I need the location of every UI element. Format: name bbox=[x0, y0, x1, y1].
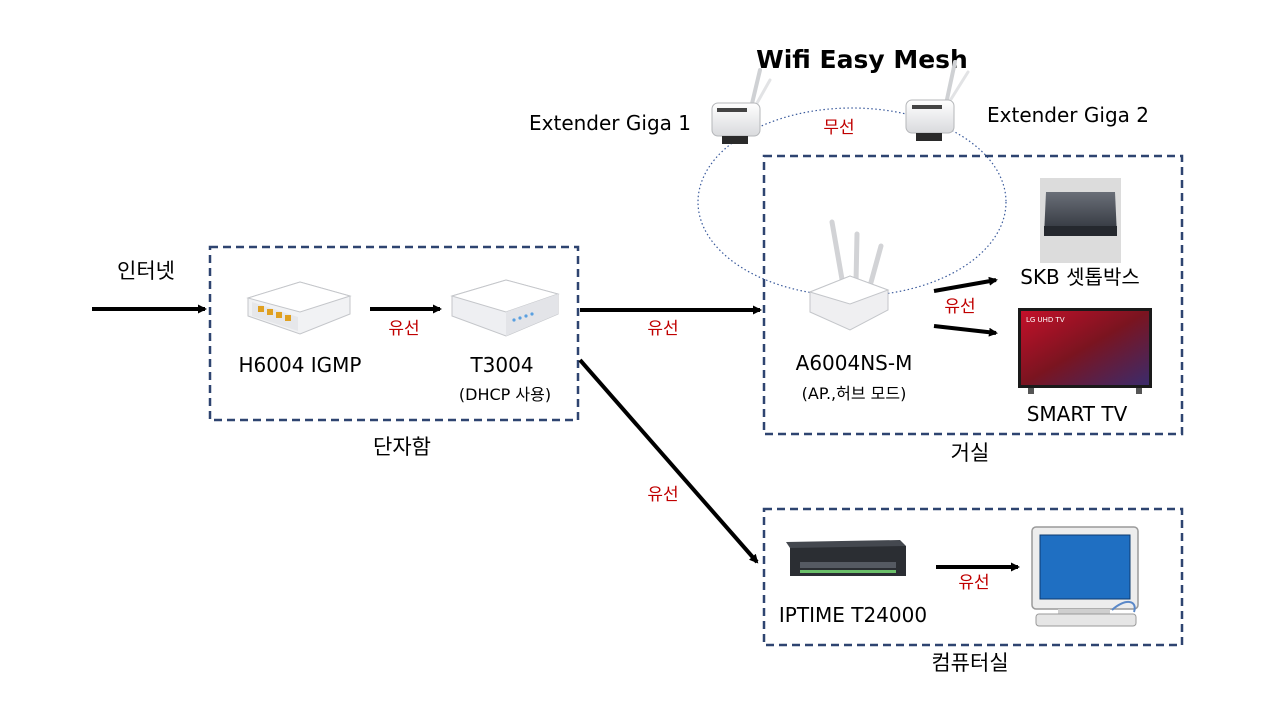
a6004-to-tv-arrow bbox=[933, 324, 998, 337]
a6004-sublabel: (AP.,허브 모드) bbox=[802, 384, 907, 403]
group-box-computer-room bbox=[762, 507, 1184, 647]
smart-tv-icon: LG UHD TV bbox=[1018, 308, 1152, 394]
a6004-device-icon bbox=[808, 219, 890, 331]
group-box-living-room bbox=[762, 154, 1184, 436]
extender-1-device-icon bbox=[711, 68, 772, 144]
desktop-computer-icon bbox=[1031, 526, 1139, 627]
group-label-danja: 단자함 bbox=[373, 435, 431, 459]
diagram-title: Wifi Easy Mesh bbox=[756, 45, 968, 74]
t3004-to-switch-arrow bbox=[578, 358, 759, 564]
wireless-label: 무선 bbox=[823, 118, 854, 138]
tv-screen-text: LG UHD TV bbox=[1026, 316, 1065, 324]
group-label-computer-room: 컴퓨터실 bbox=[931, 651, 1008, 675]
smart-tv-label: SMART TV bbox=[1027, 402, 1128, 426]
internet-label: 인터넷 bbox=[117, 259, 175, 283]
a6004-label: A6004NS-M bbox=[796, 351, 913, 375]
extender-1-label: Extender Giga 1 bbox=[529, 111, 691, 135]
extender-2-label: Extender Giga 2 bbox=[987, 103, 1149, 127]
h6004-device-icon bbox=[246, 281, 352, 335]
wired-label-switch-pc: 유선 bbox=[958, 573, 989, 593]
a6004-to-skb-arrow bbox=[933, 276, 998, 293]
wired-label-a6004-living: 유선 bbox=[944, 297, 975, 317]
extender-2-device-icon bbox=[905, 60, 970, 141]
iptime-switch-label: IPTIME T24000 bbox=[779, 603, 927, 627]
t3004-device-icon bbox=[450, 279, 560, 337]
wired-label-t3004-switch: 유선 bbox=[647, 485, 678, 505]
t3004-label: T3004 bbox=[469, 353, 533, 377]
t3004-sublabel: (DHCP 사용) bbox=[459, 385, 551, 404]
wired-label-h6004-t3004: 유선 bbox=[388, 319, 419, 339]
skb-settop-box-icon bbox=[1040, 178, 1121, 263]
skb-label: SKB 셋톱박스 bbox=[1020, 265, 1140, 289]
wired-label-t3004-a6004: 유선 bbox=[647, 319, 678, 339]
group-box-danja bbox=[208, 245, 580, 422]
h6004-label: H6004 IGMP bbox=[238, 353, 361, 377]
group-label-living-room: 거실 bbox=[951, 441, 990, 465]
iptime-switch-icon bbox=[786, 540, 906, 576]
